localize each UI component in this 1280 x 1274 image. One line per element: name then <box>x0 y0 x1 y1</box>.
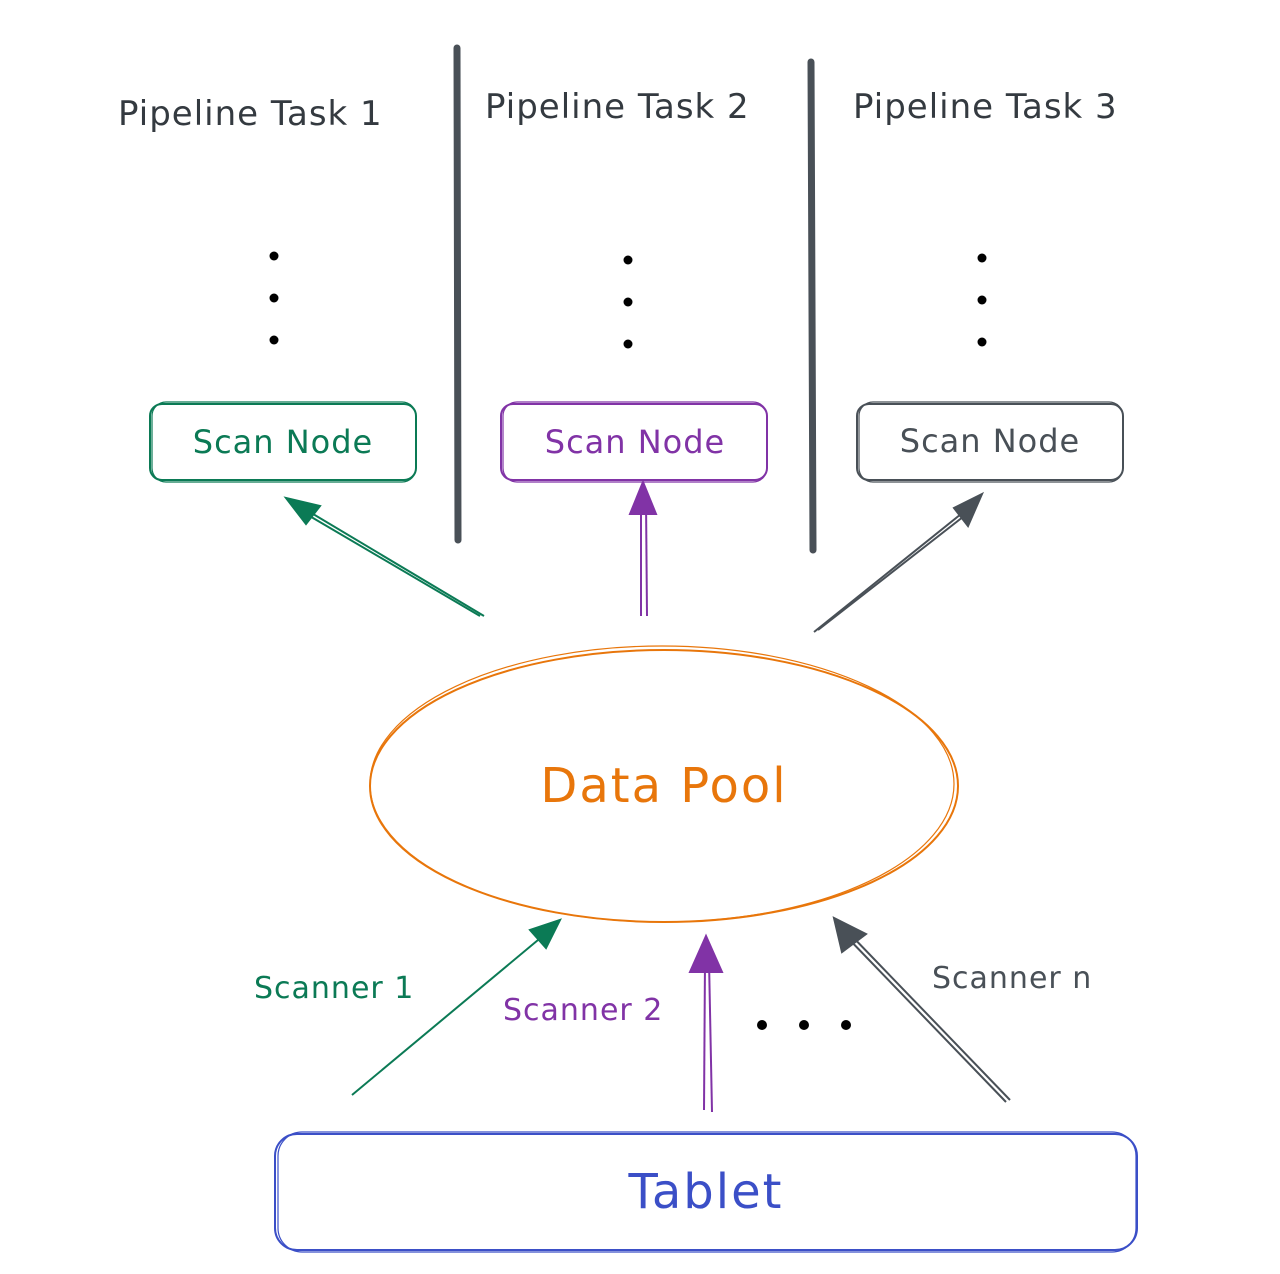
scanner-label-n: Scanner n <box>932 961 1092 996</box>
scan-node-2[interactable]: Scan Node <box>500 401 768 483</box>
arrow-pool-to-node-3 <box>813 491 985 633</box>
horizontal-ellipsis <box>757 1020 851 1030</box>
vertical-ellipsis-1 <box>269 251 279 345</box>
pipeline-task-title-2: Pipeline Task 2 <box>485 87 750 127</box>
scanner-label-2: Scanner 2 <box>503 993 663 1028</box>
scan-node-1[interactable]: Scan Node <box>149 401 417 483</box>
scan-node-label-1: Scan Node <box>193 423 373 461</box>
column-divider-1 <box>453 44 462 544</box>
data-pool[interactable]: Data Pool <box>369 645 959 923</box>
scan-node-3[interactable]: Scan Node <box>856 401 1124 483</box>
tablet[interactable]: Tablet <box>274 1131 1138 1253</box>
pipeline-task-title-3: Pipeline Task 3 <box>853 87 1118 127</box>
vertical-ellipsis-2 <box>623 255 633 349</box>
scanner-label-1: Scanner 1 <box>254 971 414 1006</box>
scanner-arrow-n <box>832 916 1011 1103</box>
tablet-label: Tablet <box>628 1164 784 1220</box>
arrow-pool-to-node-2 <box>628 479 658 617</box>
scanner-arrow-2 <box>688 933 724 1113</box>
arrow-pool-to-node-1 <box>283 496 485 617</box>
scan-node-label-3: Scan Node <box>900 422 1080 460</box>
scan-node-label-2: Scan Node <box>545 423 725 461</box>
column-divider-2 <box>807 58 817 554</box>
data-pool-label: Data Pool <box>540 758 787 814</box>
scanner-arrow-1 <box>351 918 562 1096</box>
pipeline-task-title-1: Pipeline Task 1 <box>118 94 383 134</box>
vertical-ellipsis-3 <box>977 253 987 347</box>
